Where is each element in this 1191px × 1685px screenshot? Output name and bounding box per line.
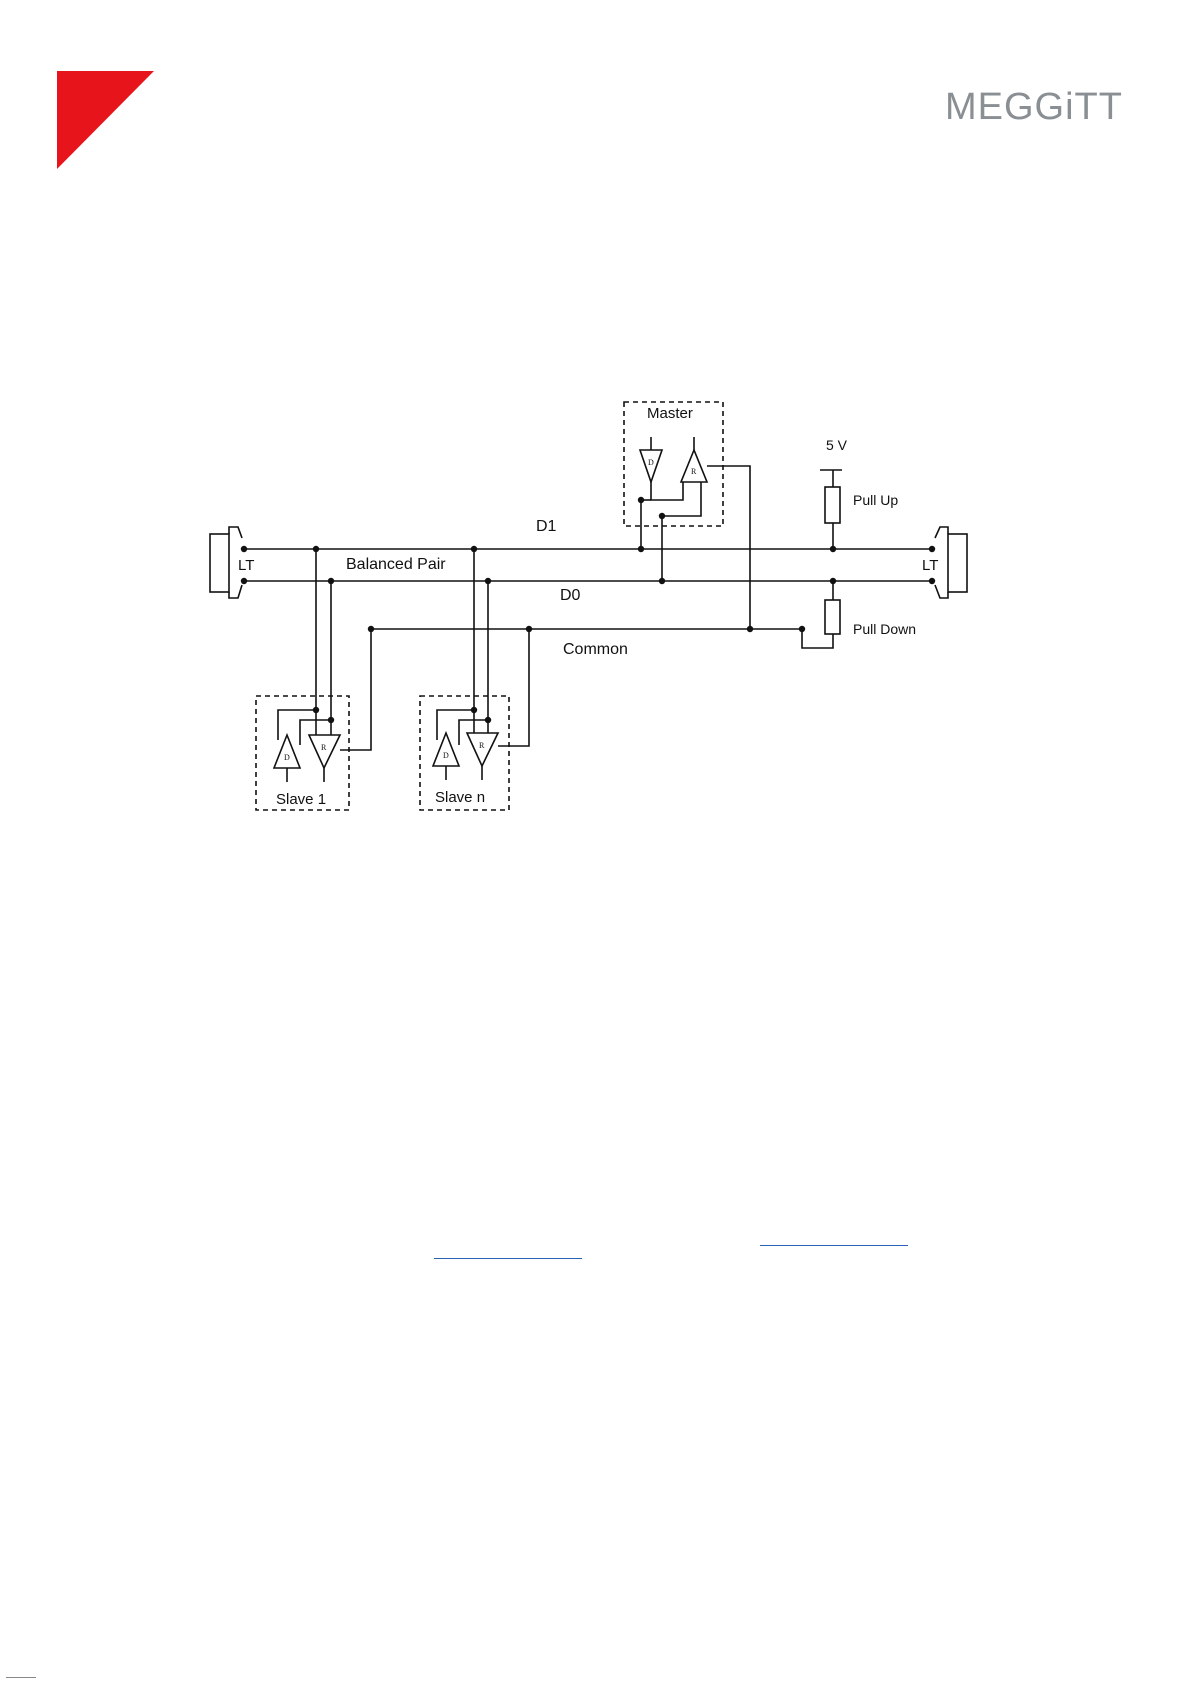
line-terminator-right xyxy=(935,527,967,598)
common-label: Common xyxy=(563,641,628,658)
hyperlink-underline-1[interactable] xyxy=(434,1258,582,1259)
gate-glyph: R xyxy=(321,743,327,752)
gate-glyph: D xyxy=(443,751,449,760)
d0-label: D0 xyxy=(560,587,581,604)
slave-n-label: Slave n xyxy=(435,789,485,806)
gate-glyph: D xyxy=(648,458,654,467)
supply-label: 5 V xyxy=(826,437,848,453)
rs485-bus-diagram: LT LT D1 Balanced Pair D0 Common 5 V Pul… xyxy=(0,0,1191,900)
pull-up-label: Pull Up xyxy=(853,492,898,508)
pull-down-resistor xyxy=(825,600,840,634)
lt-right-label: LT xyxy=(922,557,938,574)
master-receiver xyxy=(681,450,707,482)
hyperlink-underline-2[interactable] xyxy=(760,1245,908,1246)
d1-label: D1 xyxy=(536,518,557,535)
balanced-pair-label: Balanced Pair xyxy=(346,556,446,573)
gate-glyph: D xyxy=(284,753,290,762)
gate-glyph: R xyxy=(479,741,485,750)
master-label: Master xyxy=(647,405,693,422)
pull-down-label: Pull Down xyxy=(853,621,916,637)
gate-glyph: R xyxy=(691,467,697,476)
lt-left-label: LT xyxy=(238,557,254,574)
slave-1-label: Slave 1 xyxy=(276,791,326,808)
pull-up-resistor xyxy=(825,487,840,523)
page-edge-mark xyxy=(6,1677,36,1678)
